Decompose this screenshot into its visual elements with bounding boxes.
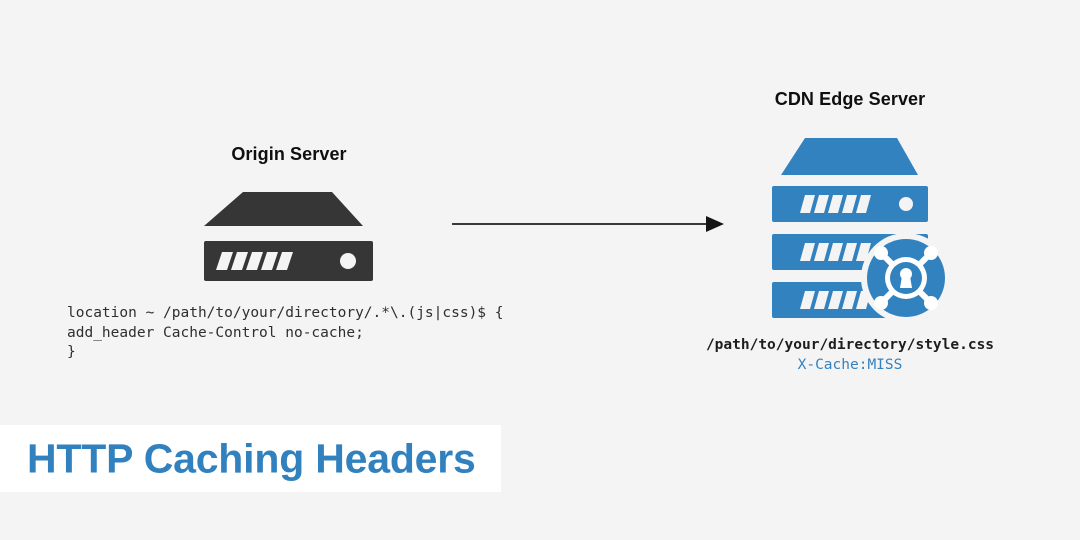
cdn-server-top [781, 138, 918, 175]
arrow-head [706, 216, 724, 232]
cdn-server-vents-2 [800, 243, 871, 261]
origin-server-top [204, 192, 363, 226]
cdn-server-icon [772, 138, 951, 323]
cdn-xcache-header: X-Cache:MISS [797, 357, 903, 373]
origin-server-icon [204, 192, 373, 281]
cdn-server-vents-1 [800, 195, 871, 213]
cdn-server-vents-3 [800, 291, 871, 309]
origin-server-led [340, 253, 356, 269]
page-title: HTTP Caching Headers [27, 435, 476, 481]
origin-server-title: Origin Server [231, 144, 347, 164]
origin-server-vents [216, 252, 293, 270]
arrow-right-icon [452, 216, 724, 232]
cdn-server-led [899, 197, 913, 211]
cdn-server-title: CDN Edge Server [774, 89, 926, 109]
cdn-asset-path: /path/to/your/directory/style.css [705, 337, 995, 353]
nginx-config-code: location ~ /path/to/your/directory/.*\.(… [67, 305, 504, 360]
title-banner: HTTP Caching Headers [0, 425, 501, 492]
lock-network-icon [861, 233, 951, 323]
